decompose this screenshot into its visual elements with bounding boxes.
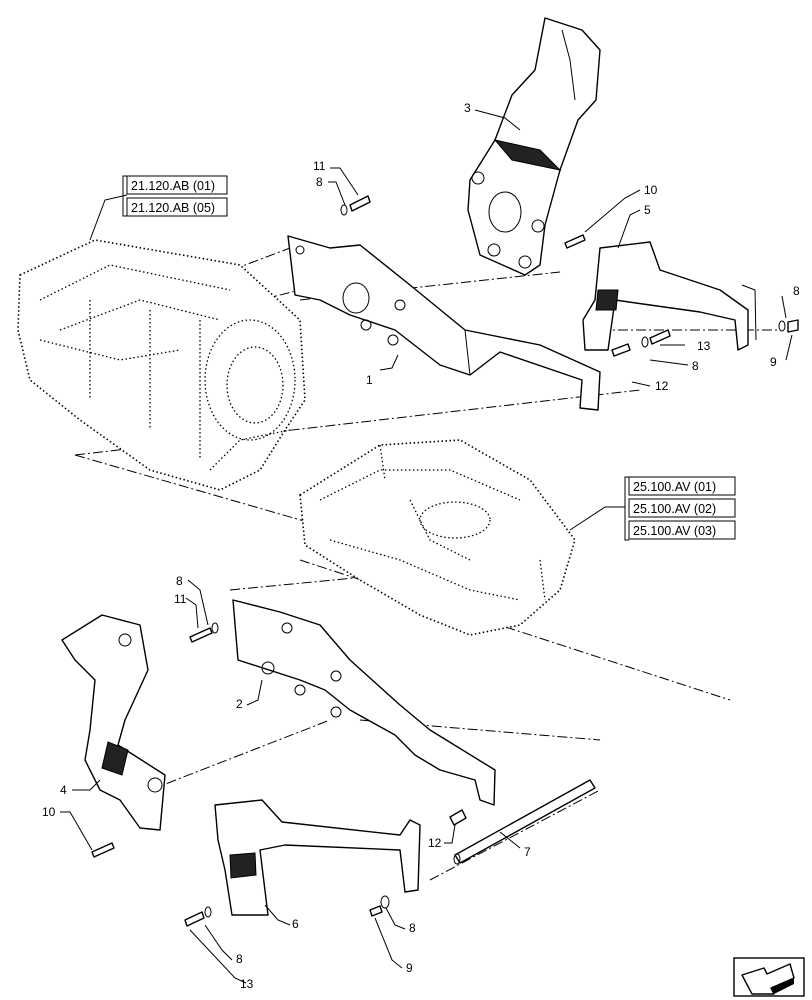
callout-9-right: 9 — [770, 355, 777, 369]
transmission-housing — [17, 239, 306, 491]
axle-housing — [299, 439, 576, 636]
fasteners — [91, 195, 799, 927]
callout-2: 2 — [236, 697, 243, 711]
reference-link-25-100-av-01[interactable]: 25.100.AV (01) — [633, 480, 716, 494]
reference-group-transmission: 21.120.AB (01) 21.120.AB (05) — [122, 175, 228, 217]
reference-link-21-120-ab-05[interactable]: 21.120.AB (05) — [131, 201, 215, 215]
rod-7 — [453, 779, 596, 865]
callout-6: 6 — [292, 917, 299, 931]
callout-10-left: 10 — [42, 805, 56, 819]
callout-8-bottom-left: 8 — [236, 952, 243, 966]
bracket-6 — [214, 799, 421, 916]
callout-7: 7 — [524, 845, 531, 859]
callout-11-top: 11 — [313, 159, 326, 173]
callout-12-top: 12 — [655, 379, 669, 393]
callout-13-top: 13 — [697, 339, 711, 353]
callout-8-mid: 8 — [692, 359, 699, 373]
callout-8-bottom-right: 8 — [409, 921, 416, 935]
reference-link-25-100-av-03[interactable]: 25.100.AV (03) — [633, 524, 716, 538]
bracket-5 — [582, 241, 757, 351]
navigation-arrow-icon[interactable] — [733, 957, 805, 997]
bracket-plate-1 — [287, 235, 601, 411]
callout-12-bottom: 12 — [428, 836, 442, 850]
reference-group-axle-housing: 25.100.AV (01) 25.100.AV (02) 25.100.AV … — [624, 476, 736, 541]
callout-10-top: 10 — [644, 183, 658, 197]
reference-link-25-100-av-02[interactable]: 25.100.AV (02) — [633, 502, 716, 516]
callout-4: 4 — [60, 783, 67, 797]
callout-numbers: 11 8 3 10 5 1 13 8 12 8 9 8 11 2 4 10 12… — [42, 101, 800, 991]
bracket-plate-2 — [232, 599, 496, 806]
callout-9-bottom: 9 — [406, 961, 413, 975]
reference-link-21-120-ab-01[interactable]: 21.120.AB (01) — [131, 179, 215, 193]
callout-8-top: 8 — [316, 175, 323, 189]
callout-8-left: 8 — [176, 574, 183, 588]
support-arm-3 — [467, 17, 601, 276]
callout-5: 5 — [644, 203, 651, 217]
callout-8-right: 8 — [793, 284, 800, 298]
callout-13-bottom: 13 — [240, 977, 254, 991]
callout-3: 3 — [464, 101, 471, 115]
leader-lines — [60, 109, 793, 984]
support-arm-4 — [61, 614, 166, 831]
callout-11-left: 11 — [174, 592, 187, 606]
callout-1: 1 — [366, 373, 373, 387]
